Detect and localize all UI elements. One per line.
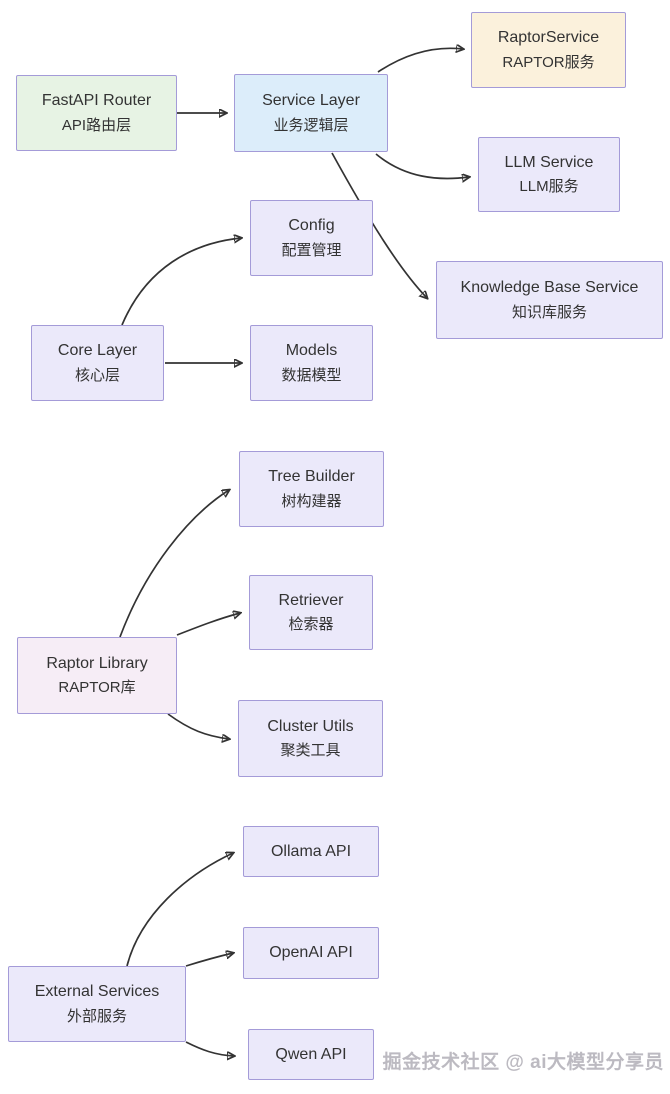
node-qwen-api: Qwen API [248,1029,374,1080]
node-label-zh: 树构建器 [281,492,342,510]
node-cluster-utils: Cluster Utils 聚类工具 [238,700,383,777]
node-label-en: Core Layer [57,342,138,360]
node-label-zh: LLM服务 [519,178,579,196]
node-label-en: Service Layer [262,92,360,110]
node-tree-builder: Tree Builder 树构建器 [239,451,384,527]
node-openai-api: OpenAI API [243,927,379,979]
node-label-en: LLM Service [504,153,594,171]
node-label-en: Knowledge Base Service [460,279,639,297]
node-llm-service: LLM Service LLM服务 [478,137,620,212]
node-label-zh: 配置管理 [281,241,342,259]
node-label-en: OpenAI API [269,944,353,962]
node-label-en: Ollama API [270,842,352,860]
node-label-en: RaptorService [497,29,600,47]
watermark-text: 掘金技术社区 @ ai大模型分享员 [382,1052,664,1073]
node-models: Models 数据模型 [250,325,373,401]
edge-service-to-kb [331,152,427,298]
edge-core-to-config [121,238,241,326]
node-core-layer: Core Layer 核心层 [31,325,164,401]
node-label-zh: RAPTOR服务 [502,53,595,71]
edge-external-to-ollama [126,853,233,967]
node-label-en: Qwen API [275,1045,347,1063]
node-label-en: Tree Builder [268,468,355,486]
node-raptor-service: RaptorService RAPTOR服务 [471,12,626,88]
edge-raptorlib-to-treebuilder [119,490,229,638]
node-label-en: Cluster Utils [267,717,354,735]
node-raptor-library: Raptor Library RAPTOR库 [17,637,177,714]
node-retriever: Retriever 检索器 [249,575,373,650]
edge-service-to-raptorservice [377,48,463,73]
node-label-zh: 外部服务 [66,1007,127,1025]
edge-raptorlib-to-clusterutils [167,713,229,739]
node-label-zh: 核心层 [74,366,120,384]
node-label-zh: 数据模型 [281,366,342,384]
edge-external-to-qwen [185,1041,234,1056]
node-external-services: External Services 外部服务 [8,966,186,1042]
node-label-en: Config [288,217,335,235]
edge-external-to-openai [185,953,233,967]
node-label-zh: API路由层 [61,116,132,134]
edge-service-to-llm [375,153,469,178]
node-label-zh: 检索器 [288,616,334,634]
node-label-en: Raptor Library [46,654,148,672]
node-label-en: Retriever [278,591,344,609]
edge-raptorlib-to-retriever [176,613,240,636]
node-label-zh: RAPTOR库 [58,679,136,697]
node-label-en: External Services [34,983,160,1001]
node-ollama-api: Ollama API [243,826,379,877]
node-knowledge-base-service: Knowledge Base Service 知识库服务 [436,261,663,339]
node-label-en: Models [285,342,338,360]
node-label-zh: 聚类工具 [280,742,341,760]
node-service-layer: Service Layer 业务逻辑层 [234,74,388,152]
node-label-zh: 业务逻辑层 [273,116,349,134]
node-label-zh: 知识库服务 [511,303,587,321]
node-config: Config 配置管理 [250,200,373,276]
node-fastapi-router: FastAPI Router API路由层 [16,75,177,151]
node-label-en: FastAPI Router [41,92,152,110]
